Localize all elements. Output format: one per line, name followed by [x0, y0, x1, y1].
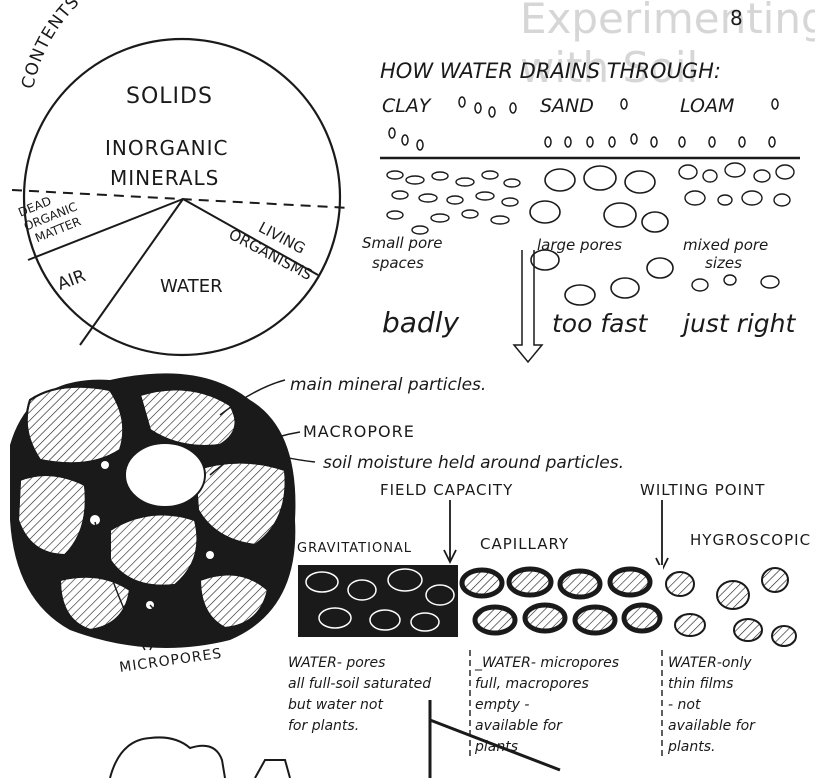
- clay-result: badly: [382, 306, 459, 339]
- loam-note-1: mixed pore: [683, 236, 768, 254]
- grav-desc-line: all full-soil saturated: [288, 676, 431, 692]
- hygroscopic-particles: [666, 568, 796, 646]
- hygro-desc-line: - not: [668, 697, 701, 713]
- field-capacity-label: FIELD CAPACITY: [380, 481, 513, 499]
- clay-note-2: spaces: [372, 254, 424, 272]
- drainage-loam-label: LOAM: [680, 95, 734, 117]
- sand-result: too fast: [552, 309, 648, 338]
- drainage-title: HOW WATER DRAINS THROUGH:: [380, 59, 721, 83]
- hygro-desc-line: plants.: [667, 739, 715, 755]
- macropore: [125, 443, 205, 507]
- grav-desc-line: for plants.: [288, 718, 359, 734]
- drainage-clay-label: CLAY: [382, 95, 432, 117]
- hygro-desc-line: thin films: [668, 676, 733, 692]
- gravitational-description: WATER- pores all full-soil saturated but w…: [288, 655, 431, 734]
- pie-label-inorganic: INORGANIC: [105, 136, 229, 160]
- mineral-label: main mineral particles.: [290, 375, 486, 395]
- soil-contents-pie: CONTENTS OF A TYPICAL SOIL. SOLIDS INORG…: [12, 0, 350, 355]
- capillary-label: CAPILLARY: [480, 535, 569, 553]
- cap-desc-line: empty -: [475, 697, 529, 713]
- water-states-diagram: FIELD CAPACITY WILTING POINT GRAVITATION…: [288, 481, 811, 760]
- pie-label-minerals: MINERALS: [110, 166, 219, 190]
- loam-note-2: sizes: [705, 254, 742, 272]
- micropores-label: MICROPORES: [118, 646, 223, 676]
- hygroscopic-label: HYGROSCOPIC: [690, 531, 811, 549]
- pie-divider-water: [80, 199, 183, 345]
- pie-label-water: WATER: [160, 276, 223, 297]
- drainage-diagram: HOW WATER DRAINS THROUGH: CLAY SAND LOAM…: [362, 59, 800, 362]
- cap-desc-line: available for: [475, 718, 563, 734]
- drain-arrow: [514, 250, 542, 362]
- hygro-desc-line: available for: [668, 718, 756, 734]
- capillary-description: _WATER- micropores full, macropores empty …: [474, 655, 619, 755]
- grav-desc-line: but water not: [288, 697, 383, 713]
- wilting-point-label: WILTING POINT: [640, 481, 765, 499]
- clay-note-1: Small pore: [362, 234, 443, 252]
- hygroscopic-description: WATER-only thin films - not available for pl…: [667, 655, 756, 755]
- macropore-label: MACROPORE: [303, 422, 415, 441]
- moisture-label: soil moisture held around particles.: [323, 453, 624, 473]
- cap-desc-line: full, macropores: [475, 676, 589, 692]
- sand-note: large pores: [537, 236, 622, 254]
- grav-desc-line: WATER- pores: [288, 655, 385, 671]
- hygro-desc-line: WATER-only: [668, 655, 752, 671]
- clay-soil: [387, 171, 520, 234]
- loam-result: just right: [680, 309, 797, 338]
- gravitational-label: GRAVITATIONAL: [297, 541, 412, 556]
- cap-desc-line: _WATER- micropores: [474, 655, 619, 671]
- drainage-sand-label: SAND: [540, 95, 594, 117]
- pie-label-solids: SOLIDS: [126, 84, 213, 109]
- pie-label-air: AIR: [55, 266, 89, 295]
